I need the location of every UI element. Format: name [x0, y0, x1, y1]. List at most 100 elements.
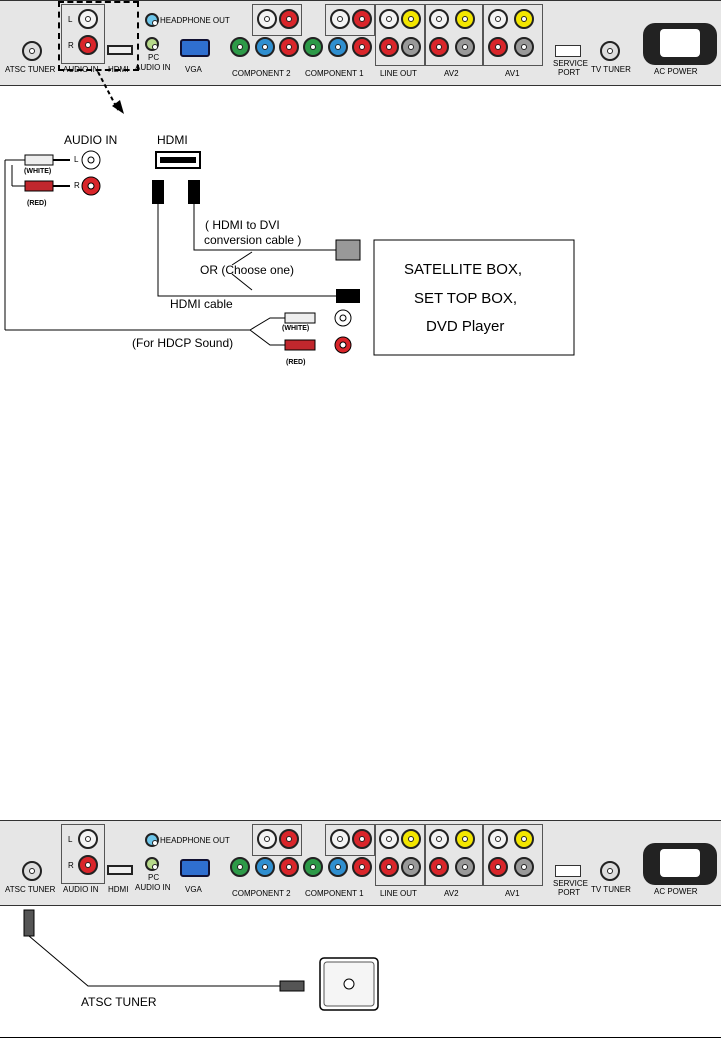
line-out-r-jack — [379, 37, 399, 57]
audio-in-l-label-2: L — [68, 835, 73, 844]
component1-audio-group-2 — [325, 824, 375, 856]
av1-label-2: AV1 — [505, 889, 520, 898]
comp2-pb-jack — [255, 37, 275, 57]
headphone-out-label: HEADPHONE OUT — [160, 16, 230, 25]
white-label-1: (WHITE) — [24, 168, 52, 175]
hdmi-dvi-text-2: conversion cable ) — [204, 233, 302, 247]
av1-group — [483, 4, 543, 66]
red-label-1: (RED) — [27, 200, 47, 207]
av2-label-2: AV2 — [444, 889, 459, 898]
vga-label: VGA — [185, 65, 202, 74]
audio-in-label-2: AUDIO IN — [63, 885, 99, 894]
av2-label: AV2 — [444, 69, 459, 78]
ac-power-label: AC POWER — [654, 67, 698, 76]
audio-in-group — [61, 4, 105, 64]
connection-diagram-1 — [4, 71, 575, 356]
comp1-pr-jack — [352, 37, 372, 57]
comp1-l-jack-2 — [330, 829, 350, 849]
comp1-pb-jack-2 — [328, 857, 348, 877]
av1-l-jack-2 — [488, 829, 508, 849]
atsc-tuner-jack — [22, 41, 42, 61]
for-hdcp-text: (For HDCP Sound) — [132, 336, 234, 350]
device-line-3: DVD Player — [426, 318, 505, 335]
tv-tuner-label: TV TUNER — [591, 65, 631, 74]
diag-l-label: L — [74, 155, 79, 164]
device-box — [373, 239, 575, 356]
audio-in-l-label: L — [68, 15, 73, 24]
vga-label-2: VGA — [185, 885, 202, 894]
comp1-l-jack — [330, 9, 350, 29]
service-port-icon — [555, 45, 581, 57]
component1-label: COMPONENT 1 — [305, 69, 364, 78]
hdmi-port-icon-2 — [107, 865, 133, 875]
service-port-icon-2 — [555, 865, 581, 877]
tv-tuner-label-2: TV TUNER — [591, 885, 631, 894]
comp1-pb-jack — [328, 37, 348, 57]
av1-label: AV1 — [505, 69, 520, 78]
audio-in-l-jack-2 — [78, 829, 98, 849]
pc-label: PC — [148, 53, 160, 62]
device-line-2: SET TOP BOX, — [414, 290, 518, 307]
comp1-y-jack — [303, 37, 323, 57]
highlight-box — [58, 1, 139, 71]
audio-in-group-2 — [61, 824, 105, 884]
audio-in-title: AUDIO IN — [64, 133, 118, 147]
comp2-pr-jack — [279, 37, 299, 57]
bottom-rule — [0, 1037, 721, 1038]
rear-panel-bottom: ATSC TUNER L R AUDIO IN HDMI HEADPHONE O… — [0, 820, 721, 906]
av1-r-jack-2 — [488, 857, 508, 877]
av1-svideo-jack — [514, 37, 534, 57]
pc-audio-jack — [145, 37, 159, 51]
atsc-plug-top — [23, 909, 35, 937]
av-out-jack — [401, 9, 421, 29]
av2-r-jack — [429, 37, 449, 57]
audio-in-l-jack — [78, 9, 98, 29]
av2-svideo-jack — [455, 37, 475, 57]
diag-r-label: R — [74, 181, 80, 190]
component2-audio-group — [252, 4, 302, 36]
hdmi-title: HDMI — [157, 133, 188, 147]
atsc-tuner-label: ATSC TUNER — [5, 65, 56, 74]
red-label-2: (RED) — [286, 359, 306, 366]
av1-group-2 — [483, 824, 543, 886]
hdmi-dvi-text-1: ( HDMI to DVI — [205, 218, 280, 232]
component1-label-2: COMPONENT 1 — [305, 889, 364, 898]
pc-audio-jack-2 — [145, 857, 159, 871]
port-label: PORT — [558, 68, 581, 77]
line-out-group — [375, 4, 425, 66]
comp1-r-jack — [352, 9, 372, 29]
av-out-jack-2 — [401, 829, 421, 849]
tv-tuner-jack — [600, 41, 620, 61]
comp2-y-jack-2 — [230, 857, 250, 877]
comp2-pb-jack-2 — [255, 857, 275, 877]
hdmi-port-icon — [107, 45, 133, 55]
av2-group-2 — [425, 824, 483, 886]
comp2-pr-jack-2 — [279, 857, 299, 877]
av1-r-jack — [488, 37, 508, 57]
headphone-out-jack — [145, 13, 159, 27]
line-out-label-2: LINE OUT — [380, 889, 417, 898]
av2-av-jack — [455, 9, 475, 29]
subwoofer-jack-2 — [401, 857, 421, 877]
atsc-plug-right — [279, 980, 305, 992]
av2-l-jack-2 — [429, 829, 449, 849]
audio-in-r-label: R — [68, 41, 74, 50]
component2-label-2: COMPONENT 2 — [232, 889, 291, 898]
vga-port-icon-2 — [180, 859, 210, 877]
av1-svideo-jack-2 — [514, 857, 534, 877]
component1-audio-group — [325, 4, 375, 36]
ac-power-inner — [660, 29, 700, 57]
comp2-r-jack — [279, 9, 299, 29]
atsc-tuner-caption: ATSC TUNER — [81, 995, 157, 1009]
ac-power-label-2: AC POWER — [654, 887, 698, 896]
av2-av-jack-2 — [455, 829, 475, 849]
comp2-l-jack-2 — [257, 829, 277, 849]
arrow-head — [112, 100, 124, 114]
av1-l-jack — [488, 9, 508, 29]
av1-av-jack — [514, 9, 534, 29]
audio-in-r-jack-2 — [78, 855, 98, 875]
audio-in-r-label-2: R — [68, 861, 74, 870]
pc-audio-in-label-2: AUDIO IN — [135, 883, 171, 892]
pc-label-2: PC — [148, 873, 160, 882]
av2-r-jack-2 — [429, 857, 449, 877]
